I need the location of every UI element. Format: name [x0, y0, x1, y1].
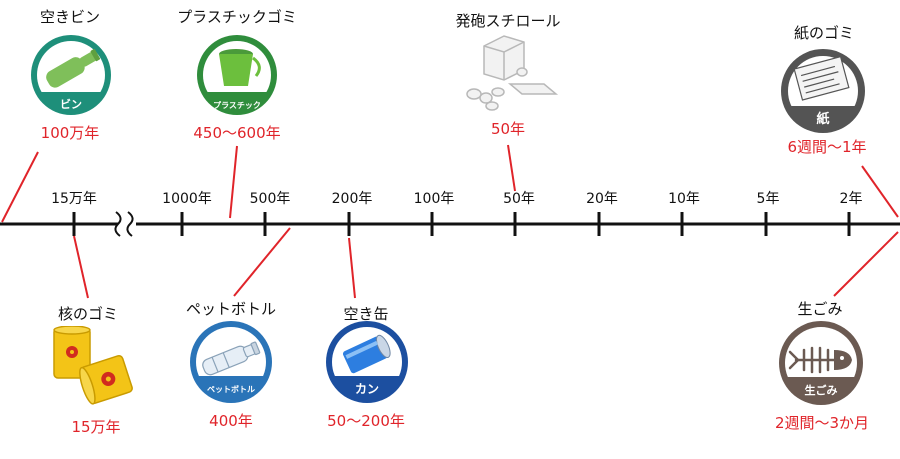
fish-bone-icon: 生ごみ: [779, 321, 863, 405]
badge-label-plastic: プラスチック: [213, 100, 261, 110]
tick-label: 20年: [586, 191, 618, 207]
tick-label: 10年: [668, 191, 700, 207]
item-name-paper: 紙のゴミ: [793, 24, 855, 42]
tick-label: 15万年: [51, 191, 97, 207]
paper-icon: 紙: [781, 49, 865, 133]
duration-plastic: 450～600年: [193, 124, 281, 142]
axis-break-left: [114, 211, 122, 237]
duration-glass-bottle: 100万年: [40, 124, 100, 142]
connector-styrofoam: [507, 144, 516, 192]
item-name-food-waste: 生ごみ: [797, 300, 843, 318]
tick-label: 1000年: [162, 191, 212, 207]
duration-styrofoam: 50年: [490, 120, 526, 138]
badge-label-paper: 紙: [816, 111, 829, 127]
badge-label-glass-bottle: ビン: [60, 97, 82, 111]
badge-label-food-waste: 生ごみ: [805, 383, 838, 397]
item-name-glass-bottle: 空きビン: [39, 8, 101, 26]
tick-label: 50年: [503, 191, 535, 207]
tick-label: 100年: [413, 191, 455, 207]
connector-can: [348, 237, 356, 299]
tick-label: 2年: [839, 191, 863, 207]
duration-can: 50～200年: [327, 412, 405, 430]
can-icon: カン: [326, 321, 408, 403]
connector-food-waste: [833, 231, 899, 297]
badge-label-can: カン: [355, 382, 379, 396]
item-name-plastic: プラスチックゴミ: [177, 8, 297, 26]
duration-nuclear: 15万年: [71, 418, 121, 436]
item-name-pet-bottle: ペットボトル: [185, 300, 277, 318]
item-name-nuclear: 核のゴミ: [57, 305, 119, 323]
axis-break-right: [126, 211, 134, 237]
tick-label: 500年: [249, 191, 291, 207]
duration-pet-bottle: 400年: [209, 412, 253, 430]
duration-food-waste: 2週間～3か月: [774, 414, 870, 432]
connector-glass-bottle: [1, 151, 39, 223]
connector-plastic: [229, 145, 238, 219]
tick-label: 200年: [331, 191, 373, 207]
connector-nuclear: [73, 235, 89, 299]
item-name-can: 空き缶: [343, 305, 389, 323]
badge-label-pet-bottle: ペットボトル: [207, 384, 255, 394]
pet-bottle-icon: ペットボトル: [190, 321, 272, 403]
connector-paper: [861, 165, 899, 218]
radioactive-barrel-icon: [53, 326, 133, 405]
item-name-styrofoam: 発砲スチロール: [455, 12, 561, 30]
tick-label: 5年: [756, 191, 780, 207]
bucket-icon: プラスチック: [197, 35, 277, 115]
styrofoam-icon: [466, 35, 559, 111]
connector-pet-bottle: [233, 227, 291, 297]
bottle-icon: ビン: [31, 35, 111, 115]
duration-paper: 6週間～1年: [787, 138, 867, 156]
